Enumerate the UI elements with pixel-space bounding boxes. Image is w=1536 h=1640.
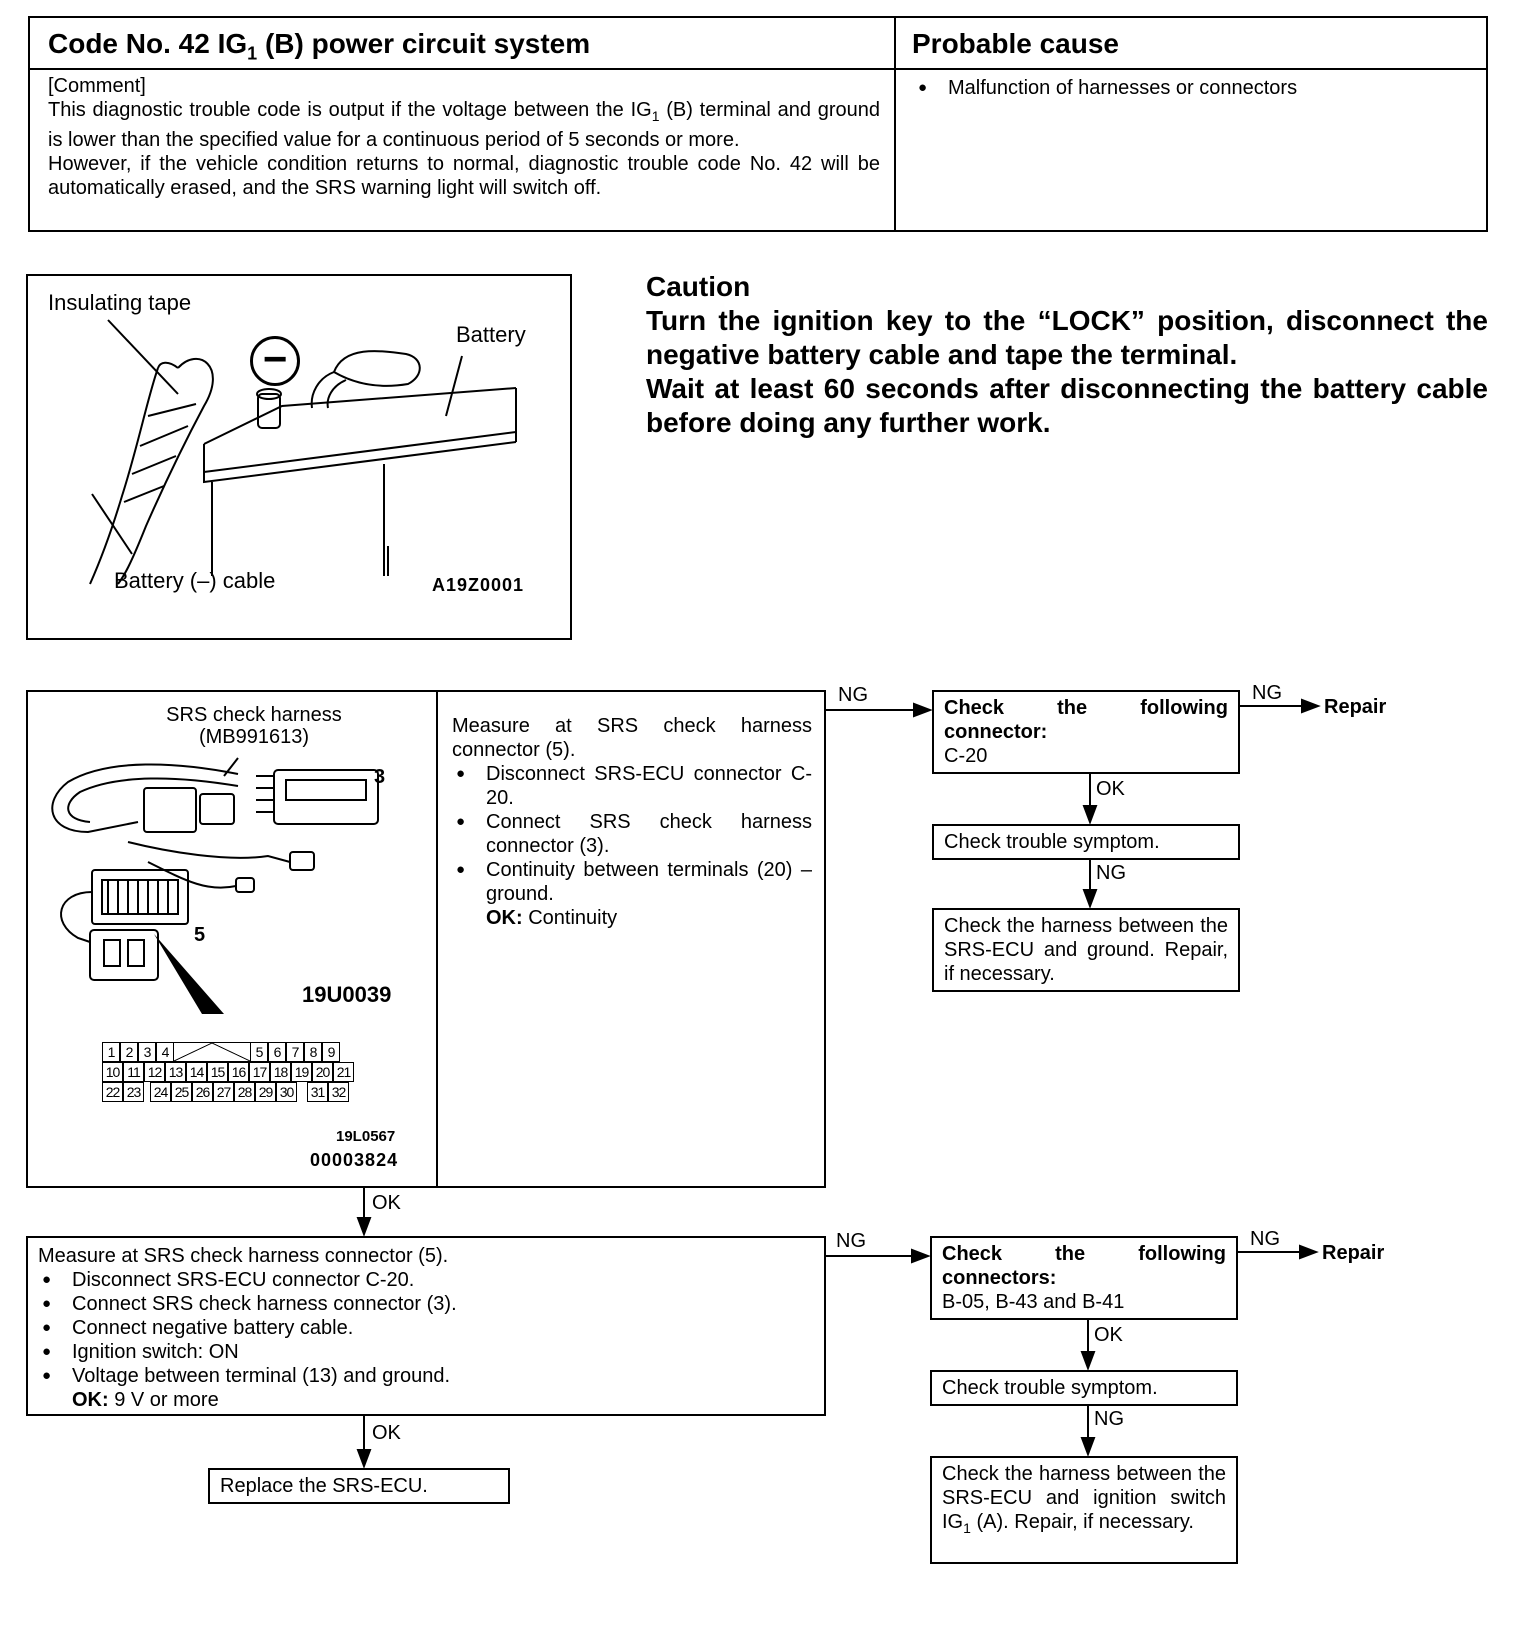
harness-drawing xyxy=(51,757,379,981)
symptom-box-2: Check trouble symptom. xyxy=(930,1370,1238,1406)
insulating-tape-label: Insulating tape xyxy=(48,290,192,315)
pin: 23 xyxy=(123,1082,144,1102)
battery-label: Battery xyxy=(456,322,526,347)
pin: 30 xyxy=(276,1082,297,1102)
step2-box: Measure at SRS check harness connector (… xyxy=(26,1236,826,1416)
pin: 16 xyxy=(228,1062,249,1082)
battery-drawing xyxy=(89,319,517,585)
pin-gap xyxy=(174,1042,250,1062)
ng-label: NG xyxy=(836,1230,866,1252)
figure-code: A19Z0001 xyxy=(432,575,525,595)
pin: 14 xyxy=(186,1062,207,1082)
pin: 20 xyxy=(312,1062,333,1082)
figure-code-2: 19L0567 xyxy=(336,1128,396,1145)
pin: 29 xyxy=(255,1082,276,1102)
pin: 18 xyxy=(270,1062,291,1082)
comment-text: [Comment] This diagnostic trouble code i… xyxy=(48,75,880,199)
harness-title: SRS check harness (MB991613) xyxy=(166,704,342,748)
cause-item: Malfunction of harnesses or connectors xyxy=(914,76,1474,100)
pin: 4 xyxy=(156,1042,174,1062)
ng-label: NG xyxy=(838,684,868,706)
ng-label: NG xyxy=(1096,862,1126,884)
pin-row-3: 22 23 24 25 26 27 28 29 30 31 32 xyxy=(102,1082,362,1102)
step2-item: Disconnect SRS-ECU connector C-20. xyxy=(38,1268,814,1292)
pin: 13 xyxy=(165,1062,186,1082)
pin: 26 xyxy=(192,1082,213,1102)
ng-label: NG xyxy=(1094,1408,1124,1430)
check-connector-box-2: Check the following connectors: B-05, B-… xyxy=(930,1236,1238,1320)
repair-label: Repair xyxy=(1322,1242,1385,1264)
symptom-box-1: Check trouble symptom. xyxy=(932,824,1240,860)
code-title: Code No. 42 IG1 (B) power circuit system xyxy=(48,28,591,64)
table-divider xyxy=(894,18,896,230)
pin: 9 xyxy=(322,1042,340,1062)
step1-box: SRS check harness (MB991613) 3 5 19U0039… xyxy=(26,690,826,1188)
table-header-divider xyxy=(30,68,1486,70)
harness-check-box-1: Check the harness between the SRS-ECU an… xyxy=(932,908,1240,992)
pin: 25 xyxy=(171,1082,192,1102)
pin: 10 xyxy=(102,1062,123,1082)
pin: 15 xyxy=(207,1062,228,1082)
caution-line: Wait at least 60 seconds after disconnec… xyxy=(646,373,1488,438)
pin: 17 xyxy=(249,1062,270,1082)
repair-label: Repair xyxy=(1324,696,1387,718)
step1-item: Connect SRS check harness connector (3). xyxy=(452,810,812,858)
ok-label: OK xyxy=(1096,778,1125,800)
step1-item: Continuity between terminals (20) – grou… xyxy=(452,858,812,906)
ng-label: NG xyxy=(1250,1228,1280,1250)
step2-item: Voltage between terminal (13) and ground… xyxy=(38,1364,814,1388)
pointer-wedge-icon xyxy=(154,934,224,1014)
pin: 5 xyxy=(250,1042,268,1062)
pin: 22 xyxy=(102,1082,123,1102)
step2-item: Connect negative battery cable. xyxy=(38,1316,814,1340)
step2-item: Ignition switch: ON xyxy=(38,1340,814,1364)
ok-label: OK xyxy=(372,1192,401,1214)
battery-cable-label: Battery (–) cable xyxy=(114,568,276,593)
pin: 1 xyxy=(102,1042,120,1062)
figure-code-3: 00003824 xyxy=(310,1150,399,1170)
pin-gap xyxy=(297,1082,307,1102)
pin: 6 xyxy=(268,1042,286,1062)
probable-cause-heading: Probable cause xyxy=(912,28,1119,59)
pin: 19 xyxy=(291,1062,312,1082)
step1-text: Measure at SRS check harness connector (… xyxy=(452,714,812,930)
pin: 7 xyxy=(286,1042,304,1062)
ng-label: NG xyxy=(1252,682,1282,704)
step1-item: Disconnect SRS-ECU connector C-20. xyxy=(452,762,812,810)
pin-row-1: 1 2 3 4 5 6 7 8 9 xyxy=(102,1042,362,1062)
step1-divider xyxy=(436,692,438,1186)
cause-list: Malfunction of harnesses or connectors xyxy=(914,76,1474,100)
pin: 24 xyxy=(150,1082,171,1102)
pin: 31 xyxy=(307,1082,328,1102)
header-table: Code No. 42 IG1 (B) power circuit system… xyxy=(28,16,1488,232)
ok-label: OK xyxy=(372,1422,401,1444)
pin: 28 xyxy=(234,1082,255,1102)
pin: 27 xyxy=(213,1082,234,1102)
pin: 32 xyxy=(328,1082,349,1102)
caution-line: Turn the ignition key to the “LOCK” posi… xyxy=(646,305,1488,370)
harness-check-box-2: Check the harness between the SRS-ECU an… xyxy=(930,1456,1238,1564)
connector-5-label: 5 xyxy=(194,924,206,946)
pin: 11 xyxy=(123,1062,144,1082)
step2-item: Connect SRS check harness connector (3). xyxy=(38,1292,814,1316)
pin-row-2: 10 11 12 13 14 15 16 17 18 19 20 21 xyxy=(102,1062,362,1082)
pin-layout: 1 2 3 4 5 6 7 8 9 10 11 12 13 14 15 16 1… xyxy=(102,1042,362,1102)
replace-ecu-box: Replace the SRS-ECU. xyxy=(208,1468,510,1504)
pin: 8 xyxy=(304,1042,322,1062)
battery-figure: Insulating tape Battery Battery (–) cabl… xyxy=(26,274,572,640)
pin: 12 xyxy=(144,1062,165,1082)
pin: 2 xyxy=(120,1042,138,1062)
ok-label: OK xyxy=(1094,1324,1123,1346)
minus-terminal-icon: − xyxy=(250,336,300,386)
pin: 3 xyxy=(138,1042,156,1062)
connector-3-label: 3 xyxy=(374,766,386,788)
pin: 21 xyxy=(333,1062,354,1082)
caution-heading: Caution xyxy=(646,271,751,302)
check-connector-box-1: Check the following connector: C-20 xyxy=(932,690,1240,774)
figure-code-1: 19U0039 xyxy=(302,982,392,1007)
caution-block: Caution Turn the ignition key to the “LO… xyxy=(646,270,1488,440)
